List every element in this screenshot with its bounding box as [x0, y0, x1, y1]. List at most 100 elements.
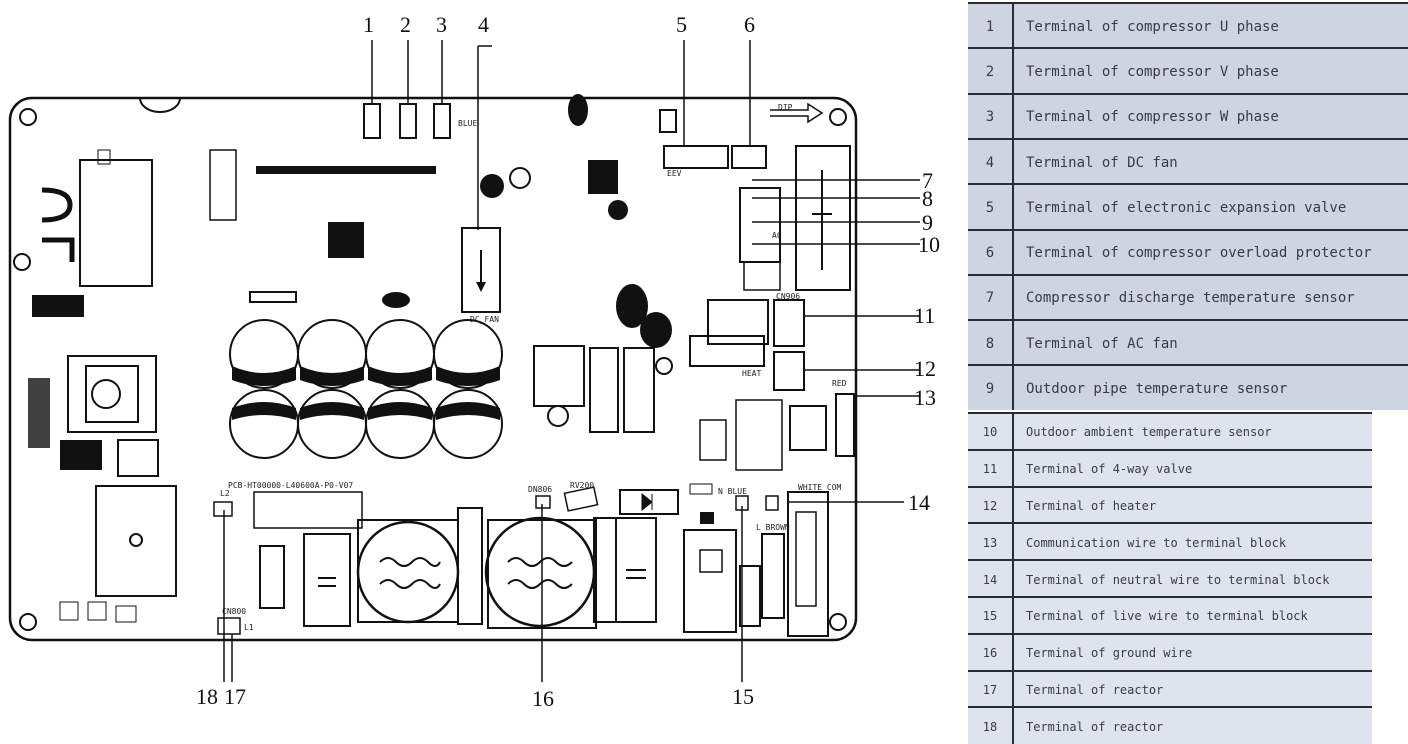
- legend-row: 13 Communication wire to terminal block: [968, 522, 1372, 562]
- rv-connector: [773, 299, 805, 347]
- mounting-hole: [13, 253, 31, 271]
- mounting-hole: [19, 108, 37, 126]
- legend-row: 4 Terminal of DC fan: [968, 137, 1408, 186]
- callout-3: 3: [436, 12, 447, 37]
- callout-16: 16: [532, 686, 554, 711]
- legend-row-number: 3: [968, 94, 1014, 140]
- legend-row-number: 12: [968, 487, 1014, 525]
- cn906-label: CN906: [776, 292, 800, 301]
- legend-row: 12 Terminal of heater: [968, 485, 1372, 525]
- legend-row-description: Terminal of reactor: [1026, 682, 1164, 697]
- legend-row-description: Terminal of compressor overload protecto…: [1026, 245, 1372, 262]
- legend-row-description: Terminal of reactor: [1026, 719, 1164, 734]
- callout-12: 12: [914, 356, 936, 381]
- legend-row-number: 11: [968, 450, 1014, 488]
- cn800-label: CN800: [222, 607, 246, 616]
- overload-connector: [731, 145, 767, 169]
- blue-label: BLUE: [458, 119, 477, 128]
- legend-row-description: Terminal of compressor V phase: [1026, 63, 1279, 80]
- legend-row-description: Terminal of heater: [1026, 498, 1157, 513]
- transformer: [79, 159, 153, 287]
- dip-label: DIP: [778, 103, 793, 112]
- legend-row-description: Terminal of electronic expansion valve: [1026, 199, 1347, 216]
- legend-row-description: Terminal of 4-way valve: [1026, 462, 1193, 477]
- callout-14: 14: [908, 490, 930, 515]
- n-blue-label: N BLUE: [718, 487, 747, 496]
- legend-row: 18 Terminal of reactor: [968, 706, 1372, 744]
- callout-6: 6: [744, 12, 755, 37]
- legend-row: 5 Terminal of electronic expansion valve: [968, 183, 1408, 231]
- leader-lines: [223, 40, 920, 682]
- board-model-label: PCB-HT00000-L40600A-P0-V07: [228, 481, 353, 490]
- mounting-hole: [829, 613, 847, 631]
- legend-row: 15 Terminal of live wire to terminal bloc…: [968, 596, 1372, 635]
- callout-10: 10: [918, 232, 940, 257]
- legend-row-number: 1: [968, 4, 1014, 50]
- legend-row-number: 5: [968, 185, 1014, 231]
- legend-row-number: 6: [968, 230, 1014, 276]
- legend-row: 11 Terminal of 4-way valve: [968, 448, 1372, 488]
- legend-row-number: 9: [968, 366, 1014, 410]
- legend-row-number: 17: [968, 671, 1014, 709]
- legend-row-number: 4: [968, 139, 1014, 186]
- legend-row-description: Terminal of live wire to terminal block: [1026, 609, 1308, 624]
- callout-1: 1: [363, 12, 374, 37]
- l1-label: L1: [244, 623, 254, 632]
- legend-row: 8 Terminal of AC fan: [968, 319, 1408, 367]
- l-brown-label: L BROWN: [756, 523, 790, 532]
- reactor-terminal: [217, 617, 241, 635]
- mounting-hole: [19, 613, 37, 631]
- legend-row-description: Terminal of AC fan: [1026, 335, 1178, 352]
- rv200-label: RV200: [570, 481, 594, 490]
- legend-row-description: Terminal of DC fan: [1026, 154, 1178, 171]
- capacitor-bank: [229, 319, 503, 459]
- pcb-outline: [8, 96, 858, 642]
- dc-fan-connector: [461, 227, 501, 313]
- legend-row-description: Terminal of compressor U phase: [1026, 18, 1279, 35]
- pcb-diagram: PCB-HT00000-L40600A-P0-V07 BLUE EEV DIP …: [8, 12, 940, 711]
- legend-row-description: Compressor discharge temperature sensor: [1026, 290, 1355, 307]
- legend-row-number: 13: [968, 524, 1014, 562]
- eev-label: EEV: [667, 169, 682, 178]
- legend-row: 10 Outdoor ambient temperature sensor: [968, 412, 1372, 451]
- legend-row-description: Terminal of neutral wire to terminal blo…: [1026, 572, 1330, 587]
- legend-row: 3 Terminal of compressor W phase: [968, 92, 1408, 140]
- legend-row: 2 Terminal of compressor V phase: [968, 47, 1408, 95]
- legend-row: 9 Outdoor pipe temperature sensor: [968, 364, 1408, 410]
- dc-fan-label: DC_FAN: [470, 315, 499, 324]
- comm-connector: [835, 393, 855, 457]
- legend-row: 7 Compressor discharge temperature sensor: [968, 273, 1408, 322]
- callout-7: 7: [922, 168, 933, 193]
- legend-row-description: Terminal of compressor W phase: [1026, 109, 1279, 126]
- legend-row-number: 10: [968, 414, 1014, 451]
- legend-row-number: 18: [968, 708, 1014, 744]
- legend-row-description: Outdoor pipe temperature sensor: [1026, 381, 1288, 398]
- dn806-label: DN806: [528, 485, 552, 494]
- red-label: RED: [832, 379, 847, 388]
- eev-connector: [663, 145, 729, 169]
- legend-row: 1 Terminal of compressor U phase: [968, 2, 1408, 50]
- legend-row-number: 7: [968, 275, 1014, 322]
- ic-chip: [328, 222, 364, 258]
- live-terminal: [765, 495, 779, 511]
- legend-row-description: Outdoor ambient temperature sensor: [1026, 425, 1272, 440]
- legend-row-number: 2: [968, 49, 1014, 95]
- legend-row: 6 Terminal of compressor overload protect…: [968, 228, 1408, 276]
- ground-terminal: [535, 495, 551, 509]
- ic-chip: [588, 160, 618, 194]
- legend-row-number: 16: [968, 634, 1014, 672]
- heat-label: HEAT: [742, 369, 761, 378]
- legend-row-description: Communication wire to terminal block: [1026, 535, 1287, 550]
- l2-label: L2: [220, 489, 230, 498]
- ac-label: AC: [772, 231, 782, 240]
- white-com-label: WHITE COM: [798, 483, 842, 492]
- callout-11: 11: [914, 303, 936, 328]
- legend-row-number: 8: [968, 321, 1014, 367]
- pcb-drawing: PCB-HT00000-L40600A-P0-V07 BLUE EEV DIP …: [8, 40, 920, 682]
- legend-row-description: Terminal of ground wire: [1026, 646, 1193, 661]
- callout-18: 18: [196, 684, 218, 709]
- legend-row-number: 15: [968, 598, 1014, 635]
- callout-15: 15: [732, 684, 754, 709]
- legend-row: 17 Terminal of reactor: [968, 669, 1372, 709]
